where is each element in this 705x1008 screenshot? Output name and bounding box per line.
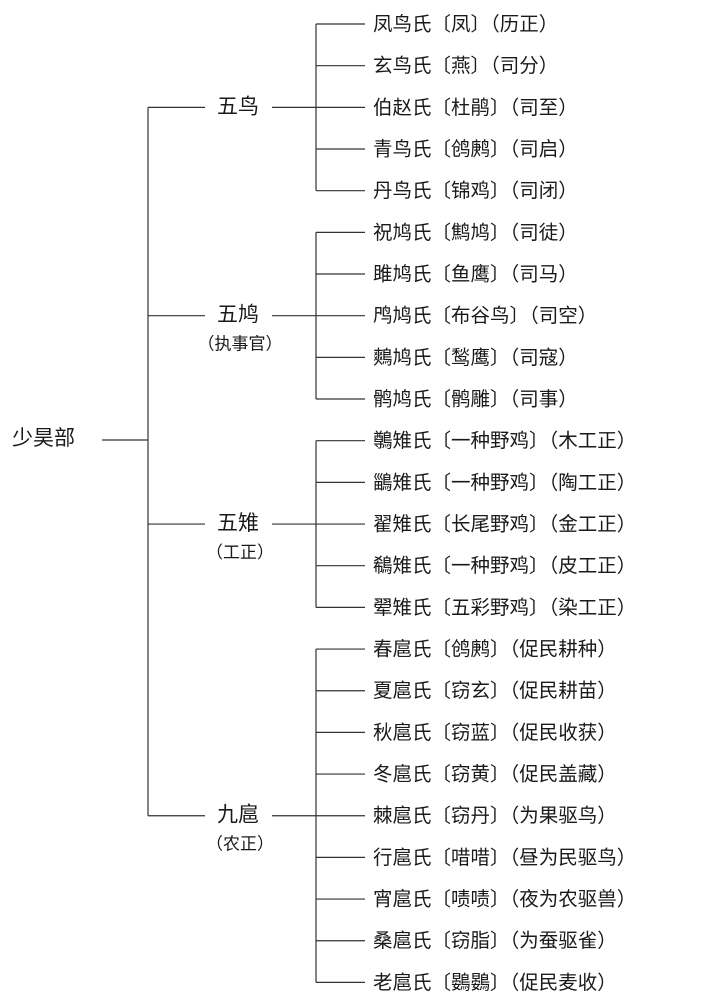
group-sublabel: （农正）: [206, 835, 274, 855]
clan-item-label: 宵扈氏〔啧啧〕（夜为农驱兽）: [373, 888, 636, 911]
clan-item-label: 鵗雉氏〔一种野鸡〕（皮工正）: [373, 554, 636, 577]
clan-item-label: 鶅雉氏〔一种野鸡〕（陶工正）: [373, 471, 636, 494]
clan-item-label: 伯赵氏〔杜鹃〕（司至）: [373, 96, 578, 119]
clan-item-label: 春扈氏〔鸧鹒〕（促民耕种）: [373, 638, 617, 661]
clan-item-label: 玄鸟氏〔燕〕（司分）: [373, 54, 558, 77]
clan-item-label: 冬扈氏〔窃黄〕（促民盖藏）: [373, 763, 617, 786]
clan-item-label: 丹鸟氏〔锦鸡〕（司闭）: [373, 179, 578, 202]
clan-item-label: 翚雉氏〔五彩野鸡〕（染工正）: [373, 596, 636, 619]
clan-item-label: 棘扈氏〔窃丹〕（为果驱鸟）: [373, 804, 617, 827]
group-label: 五雉: [217, 511, 259, 535]
root-label: 少昊部: [12, 426, 75, 450]
clan-item-label: 鸤鸠氏〔布谷鸟〕（司空）: [373, 304, 597, 327]
group-label: 五鸠: [217, 303, 259, 327]
clan-item-label: 秋扈氏〔窃蓝〕（促民收获）: [373, 721, 617, 744]
clan-item-label: 桑扈氏〔窃脂〕（为蚕驱雀）: [373, 929, 617, 952]
clan-item-label: 翟雉氏〔长尾野鸡〕（金工正）: [373, 513, 636, 536]
group-sublabel: （工正）: [206, 543, 274, 563]
clan-item-label: 行扈氏〔唶唶〕（昼为民驱鸟）: [373, 846, 636, 869]
group-label: 五鸟: [217, 94, 259, 118]
clan-item-label: 鷷雉氏〔一种野鸡〕（木工正）: [373, 429, 636, 452]
clan-item-label: 雎鸠氏〔鱼鹰〕（司马）: [373, 263, 578, 286]
group-sublabel: （执事官）: [198, 335, 283, 355]
group-label: 九扈: [217, 803, 259, 827]
clan-item-label: 青鸟氏〔鸧鹒〕（司启）: [373, 138, 578, 161]
clan-item-label: 老扈氏〔鷃鷃〕（促民麦收）: [373, 971, 617, 994]
clan-item-label: 鷞鸠氏〔鹙鹰〕（司寇）: [373, 346, 578, 369]
clan-item-label: 夏扈氏〔窃玄〕（促民耕苗）: [373, 679, 617, 702]
clan-item-label: 祝鸠氏〔鹪鸠〕（司徒）: [373, 221, 578, 244]
clan-item-label: 鹘鸠氏〔鹘雕〕（司事）: [373, 388, 578, 411]
clan-item-label: 凤鸟氏〔凤〕（历正）: [373, 13, 558, 36]
